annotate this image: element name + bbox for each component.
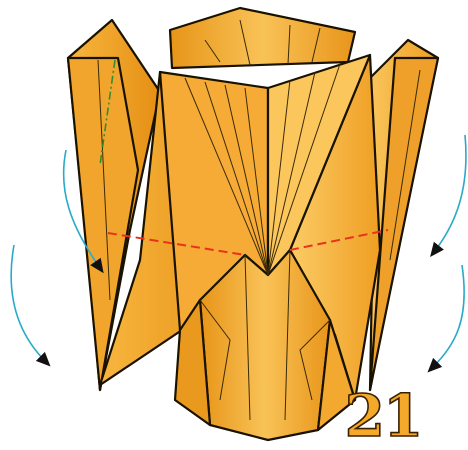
paper-model	[68, 8, 438, 440]
rotate-arrow-icon	[432, 265, 464, 368]
back-rim	[170, 8, 355, 68]
step-number: 21	[328, 388, 438, 444]
rotate-arrow-icon	[11, 245, 46, 362]
rotate-arrow-icon	[434, 135, 466, 252]
